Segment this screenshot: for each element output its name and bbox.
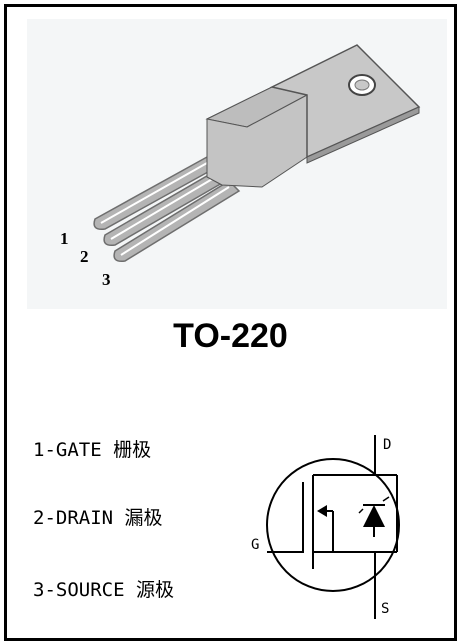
symbol-circle bbox=[266, 458, 400, 592]
drain-label: D bbox=[383, 437, 391, 453]
heatsink-tab-edge bbox=[306, 106, 420, 164]
pin-description-source: 3-SOURCE 源极 bbox=[33, 579, 174, 601]
pin-number-3: 3 bbox=[102, 270, 111, 289]
source-label: S bbox=[381, 601, 389, 617]
pin-description-gate: 1-GATE 栅极 bbox=[33, 439, 152, 461]
body-arrow bbox=[317, 505, 327, 517]
pin-description-drain: 2-DRAIN 漏极 bbox=[33, 507, 163, 529]
pin-number-1: 1 bbox=[60, 229, 69, 248]
diagram-frame: 1 2 3 TO-220 1-GATE 栅极 2-DRAIN 漏极 3-SOUR… bbox=[4, 4, 457, 641]
to220-package-illustration bbox=[93, 44, 421, 263]
gate-label: G bbox=[251, 537, 259, 553]
pin-number-2: 2 bbox=[80, 247, 89, 266]
diode-triangle bbox=[363, 505, 385, 527]
mosfet-symbol: D G S bbox=[251, 435, 400, 619]
package-name: TO-220 bbox=[173, 317, 288, 355]
gate-lead bbox=[267, 482, 304, 553]
